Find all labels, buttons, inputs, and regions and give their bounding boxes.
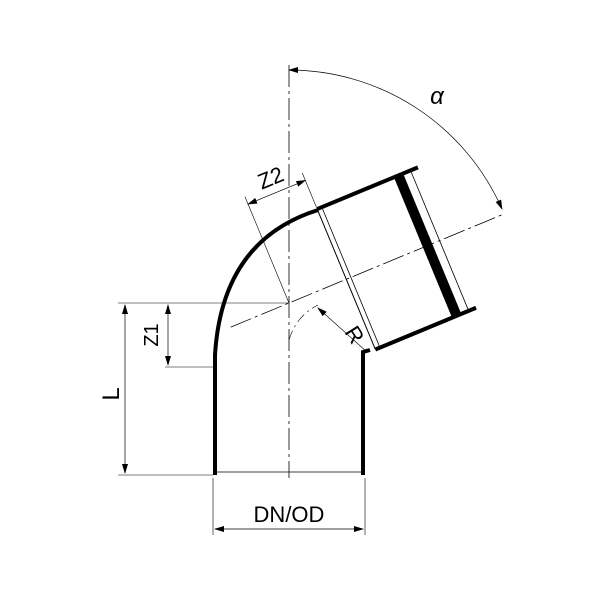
l-label: L (98, 387, 125, 400)
z2-extension-right (301, 172, 317, 208)
radius-line (317, 307, 368, 353)
z2-extension-left (244, 196, 290, 304)
socket-end-line (410, 170, 470, 311)
angle-arc (288, 67, 503, 210)
socket: Z2 (230, 161, 503, 352)
z1-label: Z1 (141, 323, 163, 346)
socket-start-line (316, 208, 376, 350)
socket-centerline (230, 214, 503, 328)
z2-label: Z2 (254, 161, 287, 194)
socket-inner-line (322, 208, 380, 346)
seal-ring-band (393, 173, 462, 318)
angle-label: α (430, 83, 445, 110)
elbow-inner-wall (361, 348, 371, 475)
radius-arc (288, 304, 319, 341)
dn-od-label: DN/OD (254, 502, 325, 527)
elbow-outer-wall (213, 208, 319, 475)
